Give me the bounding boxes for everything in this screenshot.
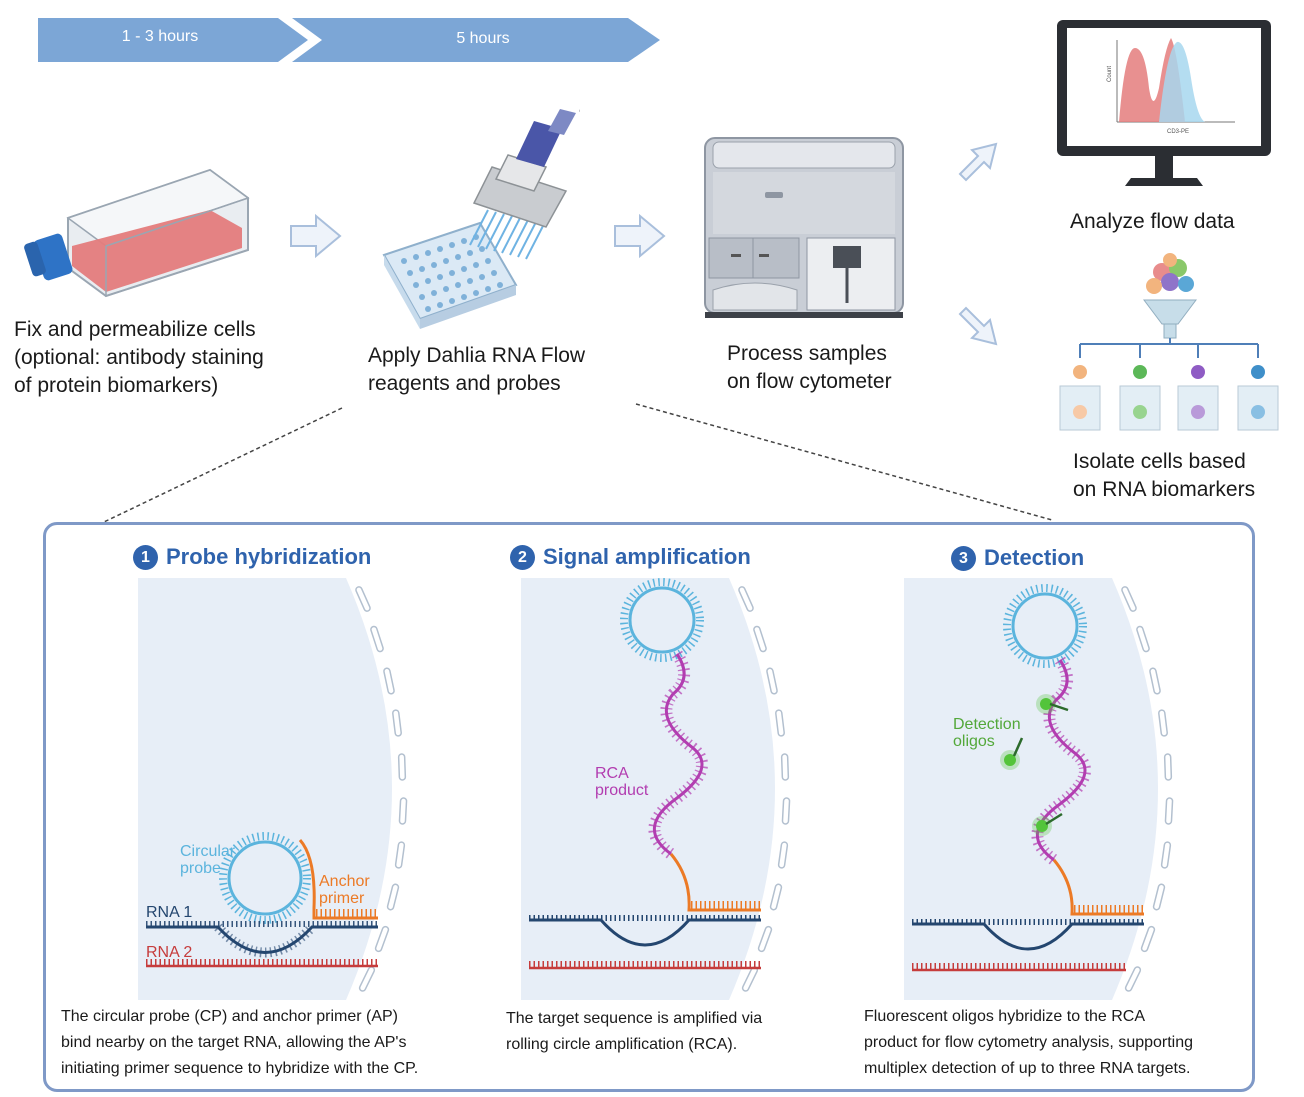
step-fix-caption: Fix and permeabilize cells(optional: ant… [14,318,264,397]
timeline-phase2-label: 5 hours [456,30,510,47]
panel2-illustration [521,578,791,1000]
fluorescent-oligo-icon [1032,812,1063,836]
fluorescent-oligo-icon [1036,694,1069,714]
mechanism-detail-box [43,522,1255,1092]
monitor-histogram-icon: Count CD3-PE [1057,20,1271,186]
cell-sorting-icon [1059,253,1279,431]
timeline-bar [38,18,660,62]
multichannel-pipette-icon [382,95,580,329]
step-analyze-caption: Analyze flow data [1070,210,1235,233]
timeline-phase1-arrow [38,18,308,62]
fluorescent-oligo-icon [1000,737,1024,770]
panel1-description: The circular probe (CP) and anchor prime… [61,1008,419,1077]
zoom-dashed-lines [103,403,1053,523]
rna1-label: RNA 1 [146,904,193,921]
branch-arrow-down-icon [958,306,998,346]
plot-xlabel: CD3-PE [1167,129,1189,135]
branch-arrow-up-icon [958,142,998,182]
timeline-phase2-arrow [292,18,660,62]
timeline-phase1-label: 1 - 3 hours [121,28,199,45]
cell-culture-flask-icon [24,168,250,298]
step-arrow-icon [290,213,342,259]
panel3-illustration [904,578,1174,1000]
rna2-label: RNA 2 [146,944,193,961]
step-arrow-icon [614,213,666,259]
flow-cytometer-icon [704,137,904,318]
plot-ylabel: Count [1107,66,1113,82]
panel1-illustration [138,578,408,1000]
